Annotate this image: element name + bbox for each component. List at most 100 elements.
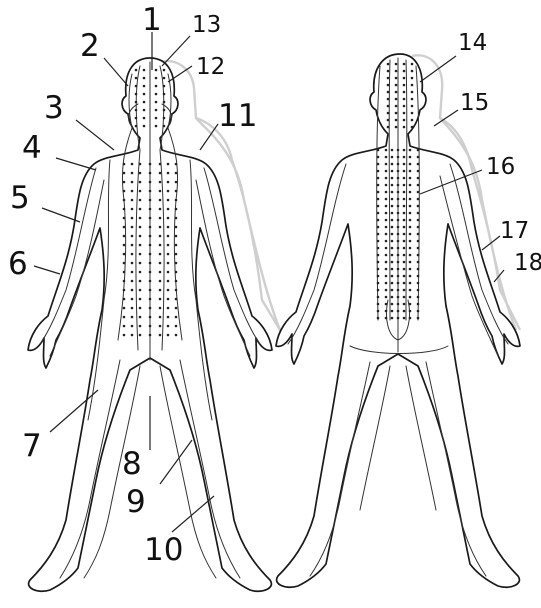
front-figure xyxy=(28,58,286,591)
acupoint-dot xyxy=(131,199,134,202)
acupoint-dot xyxy=(149,172,152,175)
acupoint-dot xyxy=(391,226,394,229)
acupoint-dot xyxy=(159,271,162,274)
acupoint-dot xyxy=(175,217,178,220)
acupoint-dot xyxy=(175,289,178,292)
acupoint-dot xyxy=(149,217,152,220)
acupoint-dot xyxy=(123,316,126,319)
acupoint-dot xyxy=(175,280,178,283)
label-18: 18 xyxy=(514,250,541,276)
acupoint-dot xyxy=(411,98,414,101)
acupoint-dot xyxy=(139,163,142,166)
acupoint-dot xyxy=(417,156,420,159)
acupoint-dot xyxy=(167,235,170,238)
acupoint-dot xyxy=(167,172,170,175)
acupoint-dot xyxy=(167,190,170,193)
acupoint-dot xyxy=(409,149,412,152)
acupoint-dot xyxy=(167,325,170,328)
acupoint-dot xyxy=(123,271,126,274)
acupoint-dot xyxy=(167,289,170,292)
acupoint-dot xyxy=(139,325,142,328)
acupoint-dot xyxy=(409,226,412,229)
acupoint-dot xyxy=(377,240,380,243)
acupoint-dot xyxy=(149,316,152,319)
label-6: 6 xyxy=(8,246,28,282)
acupoint-dot xyxy=(417,191,420,194)
acupoint-dot xyxy=(143,93,146,96)
acupoint-dot xyxy=(175,172,178,175)
acupoint-dot xyxy=(395,105,398,108)
acupoint-dot xyxy=(167,208,170,211)
acupoint-dot xyxy=(377,156,380,159)
acupoint-dot xyxy=(167,253,170,256)
acupoint-dot xyxy=(139,271,142,274)
acupoint-dot xyxy=(403,191,406,194)
acupoint-dot xyxy=(403,149,406,152)
label-15: 15 xyxy=(460,90,489,116)
acupoint-dot xyxy=(397,296,400,299)
acupoint-dot xyxy=(391,156,394,159)
acupoint-dot xyxy=(385,275,388,278)
acupoint-dot xyxy=(163,125,166,128)
acupoint-dot xyxy=(395,126,398,129)
acupoint-dot xyxy=(135,101,138,104)
acupoint-dot xyxy=(385,205,388,208)
acupoint-dot xyxy=(159,289,162,292)
acupoint-dot xyxy=(123,262,126,265)
acupoint-dot xyxy=(391,170,394,173)
acupoint-dot xyxy=(131,181,134,184)
acupoint-dot xyxy=(395,112,398,115)
acupoint-dot xyxy=(123,181,126,184)
acupoint-dot xyxy=(403,261,406,264)
acupoint-dot xyxy=(163,101,166,104)
acupoint-dot xyxy=(385,184,388,187)
acupoint-dot xyxy=(409,170,412,173)
acupoint-dot xyxy=(175,307,178,310)
label-5: 5 xyxy=(10,180,30,216)
acupoint-dot xyxy=(131,316,134,319)
acupoint-dot xyxy=(409,184,412,187)
acupoint-dot xyxy=(417,177,420,180)
acupoint-dot xyxy=(411,63,414,66)
acupoint-dot xyxy=(123,199,126,202)
acupoint-dot xyxy=(123,307,126,310)
acupoint-dot xyxy=(377,303,380,306)
acupoint-dot xyxy=(123,244,126,247)
acupoint-dot xyxy=(397,156,400,159)
acupoint-dot xyxy=(385,310,388,313)
acupoint-dot xyxy=(385,233,388,236)
acupoint-dot xyxy=(417,303,420,306)
acupoint-dot xyxy=(159,325,162,328)
acupoint-dot xyxy=(377,275,380,278)
acupoint-dot xyxy=(175,325,178,328)
acupoint-dot xyxy=(123,289,126,292)
acupoint-dot xyxy=(403,254,406,257)
acupoint-dot xyxy=(167,181,170,184)
acupoint-dot xyxy=(175,190,178,193)
acupoint-dot xyxy=(409,191,412,194)
acupoint-dot xyxy=(143,77,146,80)
acupoint-dot xyxy=(403,77,406,80)
acupoint-dot xyxy=(159,307,162,310)
acupoint-dot xyxy=(411,119,414,122)
acupoint-dot xyxy=(397,233,400,236)
acupoint-dot xyxy=(403,170,406,173)
acupoint-dot xyxy=(167,199,170,202)
acupoint-dot xyxy=(391,268,394,271)
acupoint-dot xyxy=(385,268,388,271)
acupoint-dot xyxy=(403,63,406,66)
acupoint-dot xyxy=(411,70,414,73)
acupoint-dot xyxy=(387,91,390,94)
label-10: 10 xyxy=(144,532,183,568)
acupoint-dot xyxy=(403,177,406,180)
acupoint-dot xyxy=(403,98,406,101)
acupoint-dot xyxy=(397,163,400,166)
acupoint-dot xyxy=(155,117,158,120)
label-3: 3 xyxy=(44,90,64,126)
acupoint-dot xyxy=(391,282,394,285)
acupoint-dot xyxy=(417,240,420,243)
acupoint-dot xyxy=(149,244,152,247)
acupoint-dot xyxy=(139,181,142,184)
acupoint-dot xyxy=(409,205,412,208)
acupoint-dot xyxy=(395,91,398,94)
